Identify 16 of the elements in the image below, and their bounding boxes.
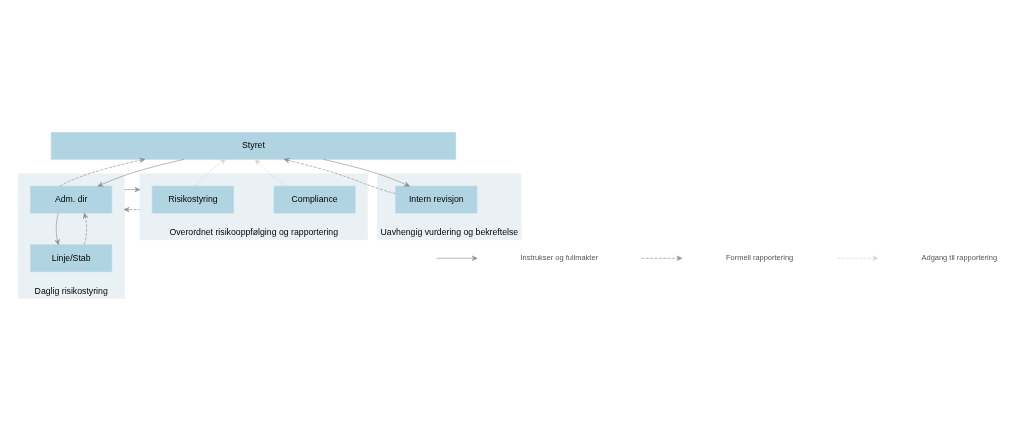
node-box: Styret: [50, 131, 456, 160]
arrow: [83, 212, 89, 245]
arrow: [123, 206, 141, 212]
arrow: [255, 158, 287, 186]
arrow: [59, 157, 146, 186]
node-box: Risikostyring: [152, 185, 234, 213]
arrow: [194, 158, 226, 186]
arrow: [97, 158, 185, 187]
arrow: [54, 212, 60, 245]
arrow: [123, 186, 141, 192]
node-box: Compliance: [273, 185, 356, 213]
node-box: Linje/Stab: [30, 244, 113, 272]
node-box: Intern revisjon: [395, 185, 478, 213]
arrow: [283, 157, 396, 194]
node-box: Adm. dir: [30, 185, 113, 213]
arrow: [323, 158, 410, 186]
